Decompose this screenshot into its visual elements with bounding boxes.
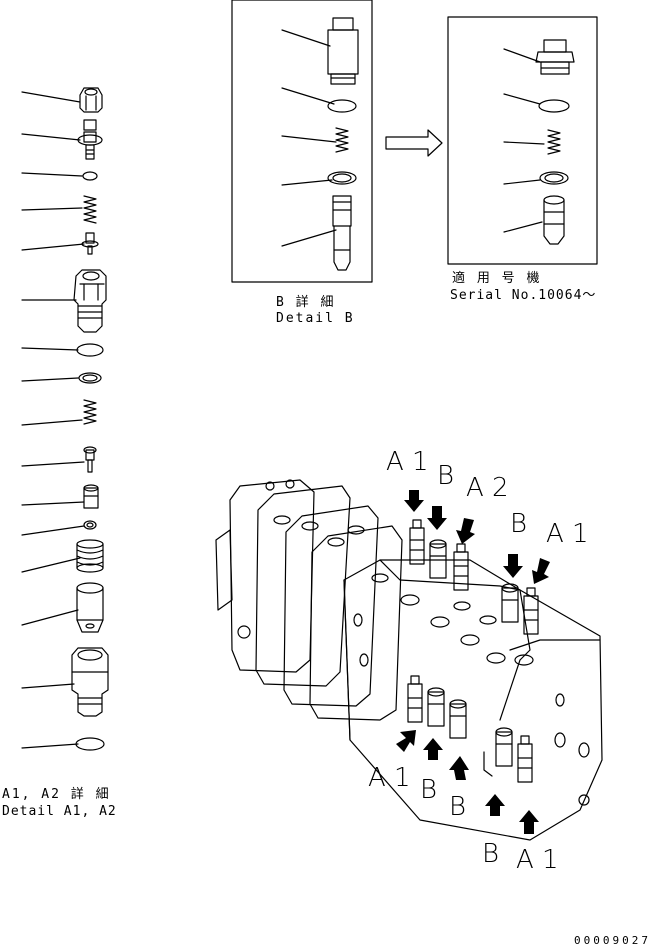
valve-b-bottom1 bbox=[427, 687, 445, 727]
arrow-icon bbox=[427, 506, 447, 530]
detail-b-cap bbox=[327, 17, 359, 85]
detail-b-title-jp: B 詳 細 bbox=[276, 295, 336, 310]
leader-lines-a bbox=[21, 91, 85, 749]
arrow-icon bbox=[385, 129, 443, 157]
valve-b-bottom3 bbox=[495, 727, 513, 767]
callout-b-right: B bbox=[510, 509, 528, 539]
arrow-icon bbox=[449, 756, 469, 780]
spring-part-2 bbox=[83, 399, 97, 425]
arrow-icon bbox=[456, 518, 475, 544]
pin-part bbox=[83, 446, 97, 473]
valve-b-bottom2 bbox=[449, 699, 467, 739]
detail-b-box bbox=[231, 0, 373, 283]
detail-b-backup-ring bbox=[327, 171, 357, 185]
valve-b-right bbox=[501, 583, 519, 623]
detail-b-o-ring bbox=[327, 99, 357, 113]
detail-b-title-en: Detail B bbox=[276, 311, 355, 326]
serial-spring bbox=[547, 129, 561, 155]
o-ring-small bbox=[82, 171, 98, 181]
document-number: 00009027 bbox=[574, 934, 651, 947]
spring-large bbox=[76, 539, 104, 573]
callout-a1-right: A 1 bbox=[546, 519, 589, 549]
serial-cap bbox=[535, 39, 575, 75]
ring-small bbox=[83, 520, 97, 530]
valve-a2-top bbox=[453, 543, 469, 591]
valve-body-part bbox=[73, 269, 107, 333]
callout-b-top: B bbox=[437, 461, 455, 491]
callout-b-bottom2: B bbox=[449, 792, 467, 822]
callout-a1-top: A 1 bbox=[386, 447, 429, 477]
callout-a2-top: A 2 bbox=[466, 473, 509, 503]
serial-number: Serial No.10064〜 bbox=[450, 288, 597, 303]
plug-part bbox=[71, 647, 109, 717]
valve-a1-top bbox=[409, 519, 425, 565]
nut-part bbox=[79, 87, 103, 113]
arrow-icon bbox=[503, 554, 523, 578]
control-valve-assembly bbox=[215, 479, 603, 841]
callout-b-bottom3: B bbox=[482, 839, 500, 869]
serial-box bbox=[447, 16, 598, 265]
detail-b-spool bbox=[332, 195, 352, 271]
callout-a1-bottom2: A 1 bbox=[516, 845, 559, 875]
piston-part bbox=[76, 582, 104, 633]
valve-a1-right bbox=[523, 587, 539, 635]
arrow-icon bbox=[519, 810, 539, 834]
valve-a1-bottom bbox=[407, 675, 423, 723]
valve-a1-bottom2 bbox=[517, 735, 533, 783]
serial-backup-ring bbox=[539, 171, 569, 185]
serial-title-jp: 適 用 号 機 bbox=[452, 271, 542, 286]
backup-ring bbox=[78, 372, 102, 384]
screw-part bbox=[77, 119, 103, 160]
sleeve-part bbox=[83, 484, 99, 509]
arrow-icon bbox=[404, 490, 424, 512]
serial-o-ring bbox=[538, 99, 570, 113]
pointer-arrows bbox=[396, 490, 550, 834]
o-ring-large bbox=[75, 737, 105, 751]
arrow-icon bbox=[396, 730, 416, 752]
arrow-icon bbox=[532, 558, 550, 584]
callout-b-bottom1: B bbox=[420, 775, 438, 805]
arrow-icon bbox=[423, 738, 443, 760]
detail-a-title-en: Detail A1, A2 bbox=[2, 804, 117, 819]
detail-b-spring bbox=[335, 127, 349, 153]
valve-b-top bbox=[429, 539, 447, 579]
poppet-part bbox=[81, 232, 99, 255]
detail-a-parts bbox=[21, 87, 109, 751]
serial-poppet bbox=[543, 195, 565, 245]
arrow-icon bbox=[485, 794, 505, 816]
detail-a-title-jp: A1, A2 詳 細 bbox=[2, 787, 111, 802]
callout-a1-bottom: A 1 bbox=[368, 763, 411, 793]
spring-part bbox=[83, 195, 97, 224]
o-ring bbox=[76, 343, 104, 357]
